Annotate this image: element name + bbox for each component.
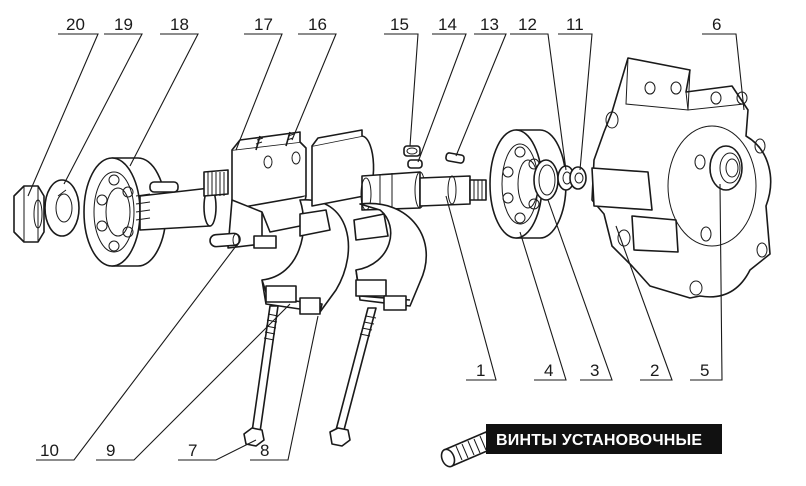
callout-16: 16 — [308, 15, 327, 34]
small-parts-13-14-15 — [403, 145, 465, 169]
nut-part-11 — [569, 166, 587, 190]
left-shaft-section — [135, 169, 229, 231]
callout-8: 8 — [260, 441, 269, 460]
housing-cover-part-2 — [591, 57, 772, 299]
set-screw-icon — [440, 431, 495, 468]
crank-web-part-17 — [227, 131, 307, 249]
pin-part-10 — [209, 232, 241, 248]
callout-9: 9 — [106, 441, 115, 460]
callout-13: 13 — [480, 15, 499, 34]
bolts-part-7 — [243, 305, 377, 447]
callout-labels: 20 19 18 17 16 15 14 13 12 11 6 1 4 3 2 … — [40, 15, 721, 460]
callout-5: 5 — [700, 361, 709, 380]
callout-20: 20 — [66, 15, 85, 34]
callout-1: 1 — [476, 361, 485, 380]
lock-washer-part-19 — [44, 179, 80, 237]
leader-lines — [27, 33, 745, 461]
callout-7: 7 — [188, 441, 197, 460]
callout-12: 12 — [518, 15, 537, 34]
callout-17: 17 — [254, 15, 273, 34]
studs-part-16 — [255, 131, 295, 151]
retaining-ring-part-3 — [533, 159, 559, 201]
callout-6: 6 — [712, 15, 721, 34]
crankshaft-center — [311, 129, 487, 211]
callout-11: 11 — [566, 15, 584, 34]
callout-14: 14 — [438, 15, 457, 34]
callout-4: 4 — [544, 361, 553, 380]
connecting-rod-part-9 — [261, 199, 350, 315]
callout-19: 19 — [114, 15, 133, 34]
cover-boss-part-5 — [709, 145, 743, 191]
left-bearing-part-18 — [83, 157, 167, 267]
callout-15: 15 — [390, 15, 409, 34]
set-screws-label: ВИНТЫ УСТАНОВОЧНЫЕ — [496, 432, 702, 449]
callout-3: 3 — [590, 361, 599, 380]
callout-2: 2 — [650, 361, 659, 380]
set-screws-banner: ВИНТЫ УСТАНОВОЧНЫЕ — [486, 424, 722, 454]
callout-10: 10 — [40, 441, 59, 460]
connecting-rod-part-8 — [353, 202, 428, 311]
callout-18: 18 — [170, 15, 189, 34]
hex-nut-part-20 — [13, 185, 45, 243]
